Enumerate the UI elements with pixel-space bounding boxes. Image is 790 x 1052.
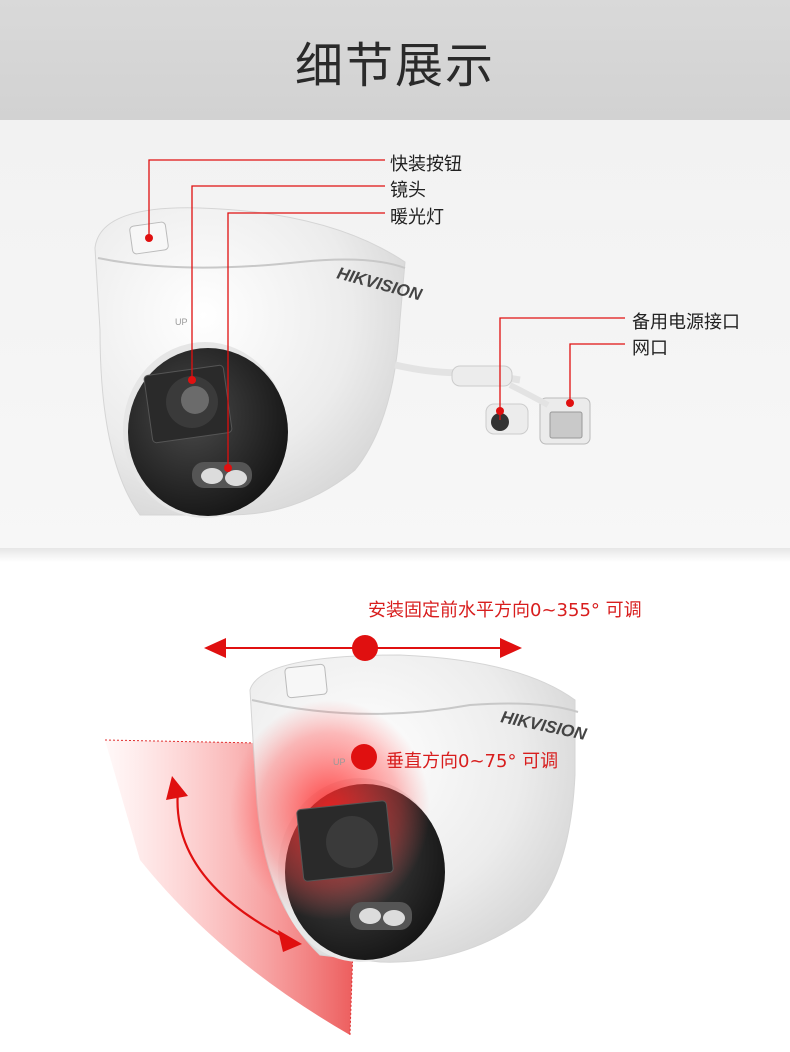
vertical-arrow [166, 744, 377, 952]
horizontal-range-label: 安装固定前水平方向0~355° 可调 [368, 600, 642, 621]
svg-text:UP: UP [333, 757, 346, 767]
callout-label-lens: 镜头 [390, 180, 426, 201]
camera-body: UP HIKVISION [94, 207, 425, 518]
page-title: 细节展示 [294, 38, 495, 94]
callout-label-power-port: 备用电源接口 [632, 312, 740, 333]
svg-text:UP: UP [175, 317, 188, 327]
callout-label-quick-button: 快装按钮 [390, 154, 462, 175]
adjustment-illustration: UP HIKVISION [104, 654, 589, 1036]
vertical-range-label: 垂直方向0~75° 可调 [386, 751, 559, 772]
callout-dots [145, 234, 574, 472]
camera-cables [394, 361, 591, 445]
header-banner: 细节展示 [0, 0, 790, 120]
callout-label-warm-light: 暖光灯 [390, 207, 444, 228]
callout-lines [148, 159, 625, 468]
section-divider [0, 548, 790, 562]
callout-label-network-port: 网口 [632, 338, 668, 359]
warm-light [201, 468, 223, 484]
horizontal-arrow [204, 635, 522, 661]
